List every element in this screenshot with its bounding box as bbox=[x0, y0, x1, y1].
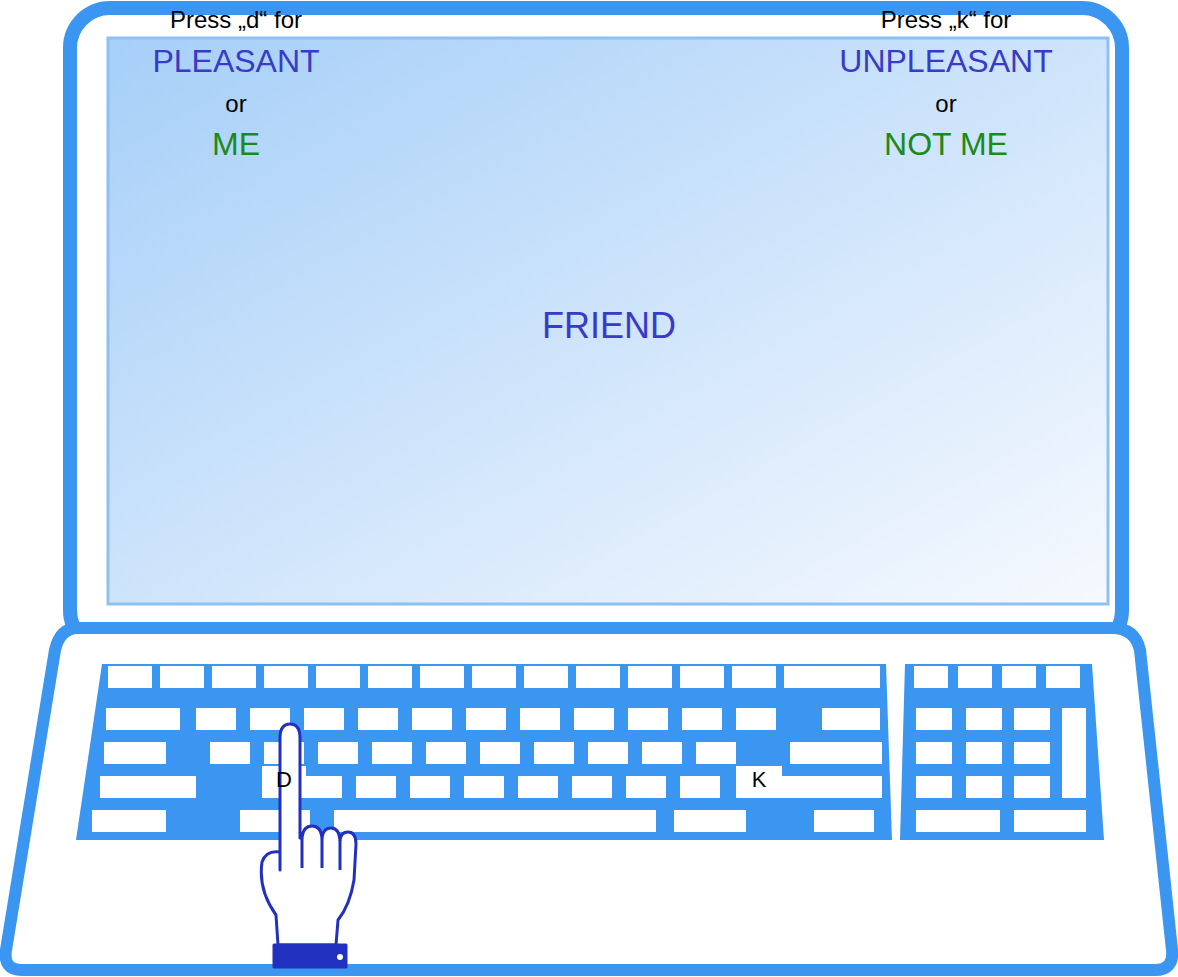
numpad-block bbox=[900, 664, 1104, 840]
laptop-lid bbox=[70, 8, 1122, 650]
category-label: PLEASANT bbox=[152, 44, 319, 79]
key-letter: D bbox=[276, 768, 292, 792]
category-label: UNPLEASANT bbox=[839, 44, 1052, 79]
instruction-text: Press „k“ for bbox=[881, 7, 1012, 33]
laptop-base bbox=[6, 628, 1173, 970]
keys bbox=[92, 666, 1086, 832]
key-letter: K bbox=[752, 768, 767, 792]
stimulus-word: FRIEND bbox=[542, 306, 676, 346]
connector-word: or bbox=[225, 91, 246, 117]
connector-word: or bbox=[935, 91, 956, 117]
screen bbox=[108, 38, 1108, 604]
instruction-text: Press „d“ for bbox=[170, 7, 302, 33]
keyboard-block bbox=[76, 664, 892, 840]
category-label: NOT ME bbox=[884, 127, 1008, 162]
pointing-hand bbox=[261, 724, 356, 967]
category-label: ME bbox=[212, 127, 260, 162]
